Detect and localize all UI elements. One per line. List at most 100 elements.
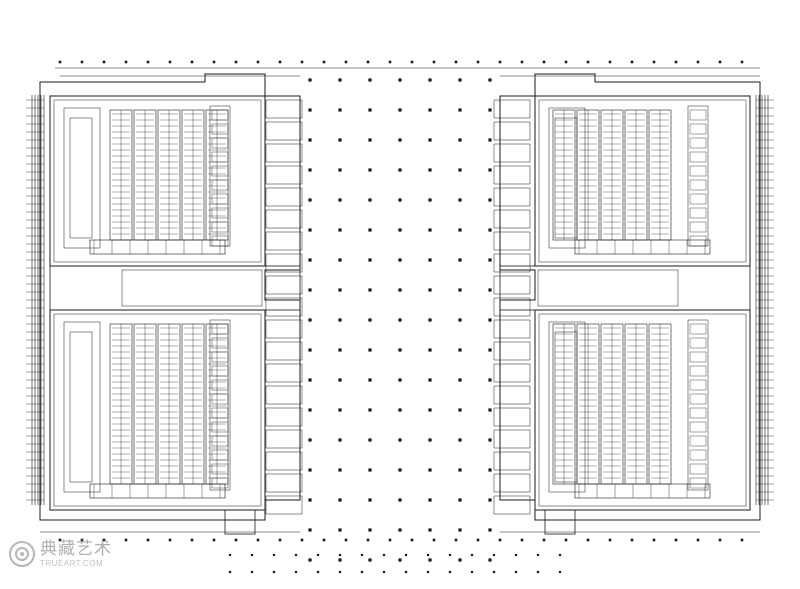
column-dot <box>488 228 492 232</box>
column-dot <box>338 318 342 322</box>
room-band <box>574 483 711 499</box>
column-dot <box>190 538 194 542</box>
column-dot <box>338 198 342 202</box>
core-room <box>493 341 531 361</box>
service-room <box>211 365 229 377</box>
service-room <box>689 393 707 405</box>
column-dot <box>696 60 700 64</box>
column-dot <box>368 258 372 262</box>
service-room <box>689 435 707 447</box>
column-dot <box>398 168 402 172</box>
core-room <box>265 253 303 273</box>
column-dot <box>458 498 462 502</box>
column-dot <box>146 60 150 64</box>
column-dot <box>272 570 276 574</box>
column-dot <box>428 168 432 172</box>
column-dot <box>514 553 518 557</box>
quadrant-inner-frame <box>538 313 747 507</box>
column-dot <box>368 228 372 232</box>
service-room <box>211 109 229 121</box>
column-dot <box>674 538 678 542</box>
column-dot <box>428 378 432 382</box>
column-dot <box>458 378 462 382</box>
core-room <box>493 143 531 163</box>
column-dot <box>398 468 402 472</box>
column-dot <box>458 228 462 232</box>
column-dot <box>740 60 744 64</box>
column-dot <box>542 538 546 542</box>
core-room <box>493 319 531 339</box>
core-room <box>265 495 303 515</box>
service-room <box>689 235 707 247</box>
room-band <box>574 239 711 255</box>
column-dot <box>308 378 312 382</box>
service-room <box>211 179 229 191</box>
middle-corridor-right <box>499 265 751 311</box>
column-dot <box>458 288 462 292</box>
column-dot <box>168 60 172 64</box>
column-dot <box>718 538 722 542</box>
column-dot <box>308 108 312 112</box>
column-dot <box>308 228 312 232</box>
column-dot <box>80 60 84 64</box>
service-room <box>211 421 229 433</box>
column-dot <box>428 288 432 292</box>
service-room <box>211 393 229 405</box>
column-dot <box>428 438 432 442</box>
core-room <box>265 143 303 163</box>
core-room <box>265 429 303 449</box>
column-dot <box>398 258 402 262</box>
service-room <box>689 365 707 377</box>
column-dot <box>316 570 320 574</box>
column-dot <box>428 348 432 352</box>
column-dot <box>458 198 462 202</box>
column-dot <box>368 498 372 502</box>
column-dot <box>432 538 436 542</box>
column-dot <box>308 348 312 352</box>
core-room <box>493 407 531 427</box>
column-dot <box>398 198 402 202</box>
core-room <box>493 99 531 119</box>
column-dot <box>398 528 402 532</box>
service-room <box>211 351 229 363</box>
entrance-block-right <box>544 509 576 535</box>
service-room <box>211 449 229 461</box>
service-room <box>211 221 229 233</box>
column-dot <box>338 408 342 412</box>
column-dot <box>368 168 372 172</box>
column-dot <box>458 138 462 142</box>
corridor-loop-inner <box>69 331 93 483</box>
column-dot <box>492 570 496 574</box>
column-dot <box>428 318 432 322</box>
watermark: 典藏艺术 TRUEART.COM <box>8 540 112 568</box>
column-dot <box>338 570 342 574</box>
column-dot <box>542 60 546 64</box>
column-dot <box>322 60 326 64</box>
core-room <box>265 187 303 207</box>
service-room <box>211 151 229 163</box>
service-room <box>689 421 707 433</box>
core-room <box>265 473 303 493</box>
corridor-loop <box>63 107 101 249</box>
column-dot <box>308 528 312 532</box>
middle-corridor-inner-right <box>537 269 679 307</box>
service-room <box>689 179 707 191</box>
column-dot <box>398 108 402 112</box>
corridor-loop <box>63 321 101 493</box>
service-room <box>211 207 229 219</box>
column-dot <box>398 318 402 322</box>
plan-quadrant <box>534 309 751 511</box>
column-dot <box>322 538 326 542</box>
column-dot <box>564 538 568 542</box>
core-room <box>493 187 531 207</box>
core-room <box>265 231 303 251</box>
column-dot <box>398 348 402 352</box>
service-room <box>689 351 707 363</box>
core-room <box>493 231 531 251</box>
column-dot <box>488 138 492 142</box>
column-dot <box>338 553 342 557</box>
column-dot <box>564 60 568 64</box>
core-room <box>265 341 303 361</box>
column-dot <box>404 570 408 574</box>
